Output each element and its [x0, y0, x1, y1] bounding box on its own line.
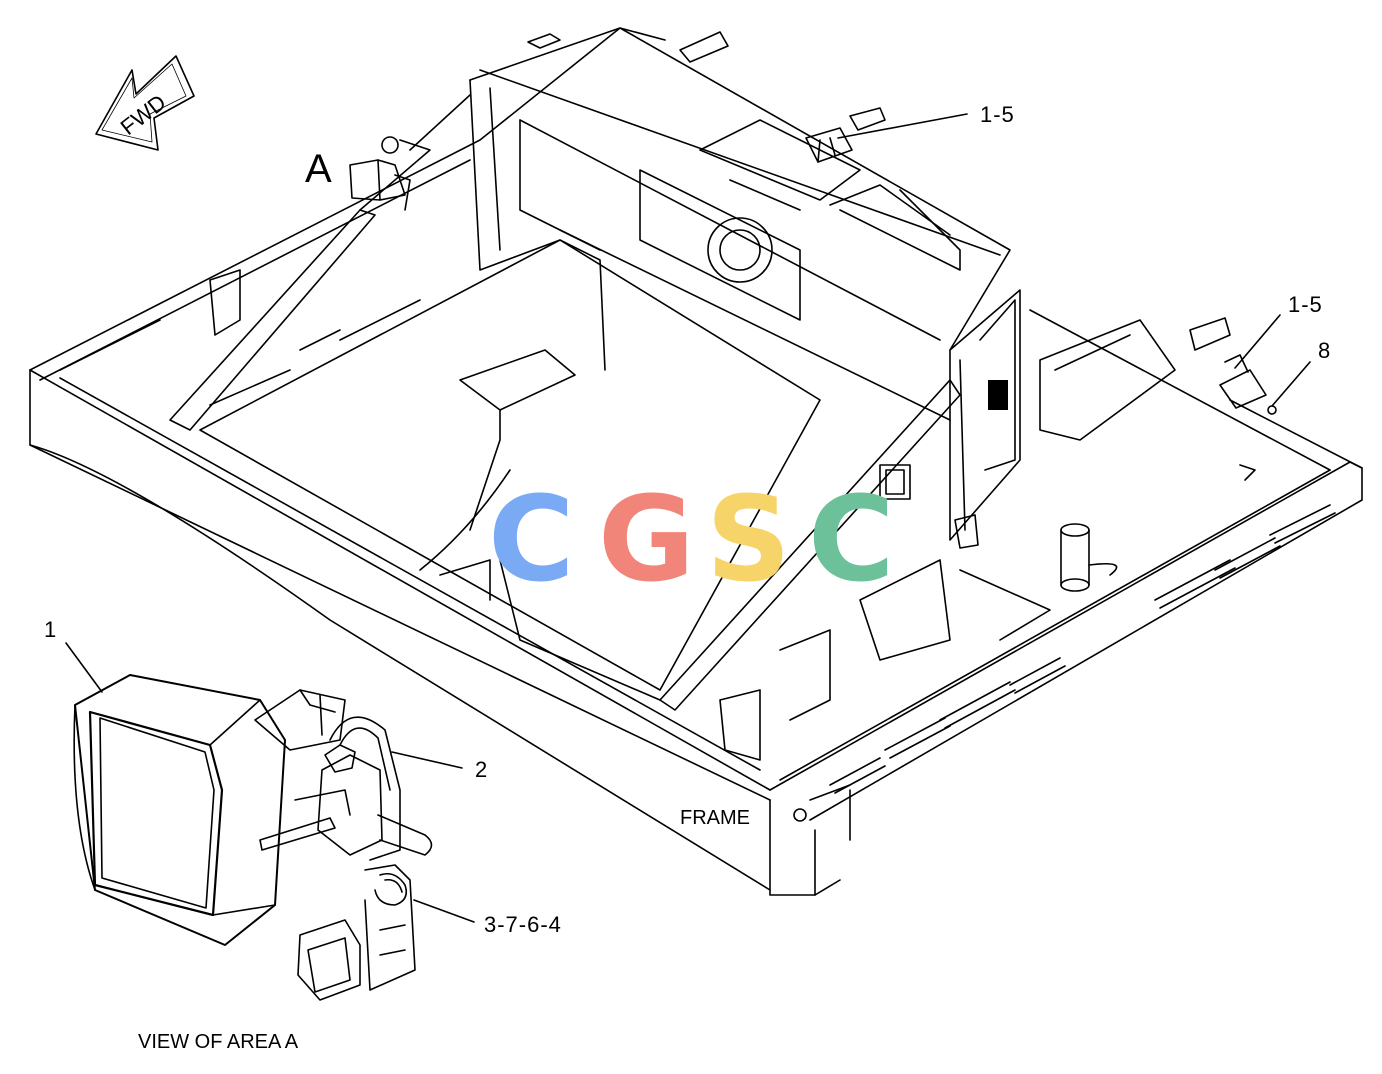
callout-top-right: 1-5: [980, 102, 1015, 127]
callout-right-washer: 8: [1318, 338, 1331, 363]
lamp-right: [1220, 355, 1266, 408]
frame-details: [60, 270, 1335, 840]
fwd-arrow-icon: [96, 56, 194, 150]
support-arms: [170, 95, 960, 710]
callout-right-lamp: 1-5: [1288, 292, 1323, 317]
watermark-letter-2: G: [598, 470, 695, 608]
area-a-marker: A: [305, 147, 332, 191]
lamp-area-a: [350, 137, 410, 210]
cab-structure: [470, 28, 1230, 540]
fwd-label: FWD: [116, 89, 171, 140]
lamp-detail-view: [74, 675, 431, 1000]
frame-label: FRAME: [680, 807, 750, 829]
leader-lines: [66, 114, 1310, 922]
view-caption: VIEW OF AREA A: [138, 1031, 299, 1053]
callout-view-bracket: 2: [475, 757, 488, 782]
watermark-letter-4: C: [808, 470, 895, 608]
washer-right: [1268, 406, 1276, 414]
watermark: C G S C: [488, 470, 895, 608]
watermark-letter-3: S: [706, 470, 791, 608]
callout-view-bolt: 3-7-6-4: [484, 912, 562, 937]
callout-view-lamp: 1: [44, 617, 57, 642]
lamp-top-right: [806, 128, 852, 162]
watermark-letter-1: C: [488, 470, 575, 608]
frame-outline: [30, 28, 1362, 895]
